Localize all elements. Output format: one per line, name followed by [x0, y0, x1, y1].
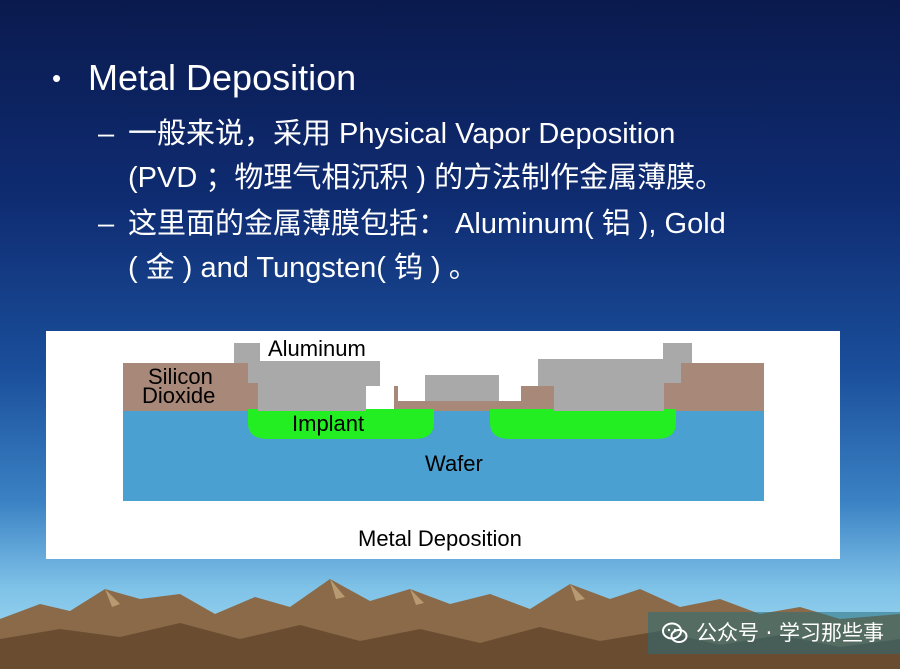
sub-bullet-metals-line1: 这里面的金属薄膜包括： Aluminum( 铝 ), Gold	[128, 208, 726, 240]
label-silicon: Silicon	[148, 364, 213, 389]
slide-title: Metal Deposition	[88, 57, 357, 98]
bullet-dot: •	[52, 63, 62, 93]
wechat-icon	[662, 622, 688, 643]
metal-deposition-diagram: Aluminum Silicon Dioxide Implant Wafer M…	[46, 331, 840, 559]
oxide-right	[664, 363, 764, 411]
watermark-banner: 公众号 · 学习那些事	[648, 612, 900, 654]
oxide-middle	[394, 386, 554, 411]
sub-bullet-pvd-line2: (PVD ；物理气相沉积 ) 的方法制作金属薄膜。	[128, 162, 725, 194]
label-aluminum: Aluminum	[268, 336, 366, 361]
label-wafer: Wafer	[425, 451, 483, 476]
sub-bullet-dash: –	[98, 118, 115, 150]
implant-right	[490, 409, 676, 439]
sub-bullet-dash: –	[98, 208, 115, 240]
main-bullet: • Metal Deposition	[52, 56, 356, 100]
aluminum-center	[425, 375, 499, 401]
figure-caption: Metal Deposition	[358, 526, 522, 551]
oxide-left	[123, 363, 258, 411]
sub-bullet-metals-line2: ( 金 ) and Tungsten( 钨 ) 。	[128, 252, 478, 284]
label-dioxide: Dioxide	[142, 383, 215, 408]
aluminum-left	[234, 343, 380, 411]
implant-left	[248, 409, 434, 439]
watermark-text: 公众号 · 学习那些事	[696, 621, 885, 645]
sub-bullet-metals: – 这里面的金属薄膜包括： Aluminum( 铝 ), Gold ( 金 ) …	[98, 202, 888, 290]
label-implant: Implant	[292, 411, 364, 436]
aluminum-right	[538, 343, 692, 411]
sub-bullet-pvd: – 一般来说，采用 Physical Vapor Deposition (PVD…	[98, 112, 888, 200]
sub-bullet-pvd-line1: 一般来说，采用 Physical Vapor Deposition	[128, 118, 676, 150]
diagram-canvas: Aluminum Silicon Dioxide Implant Wafer M…	[123, 336, 764, 551]
